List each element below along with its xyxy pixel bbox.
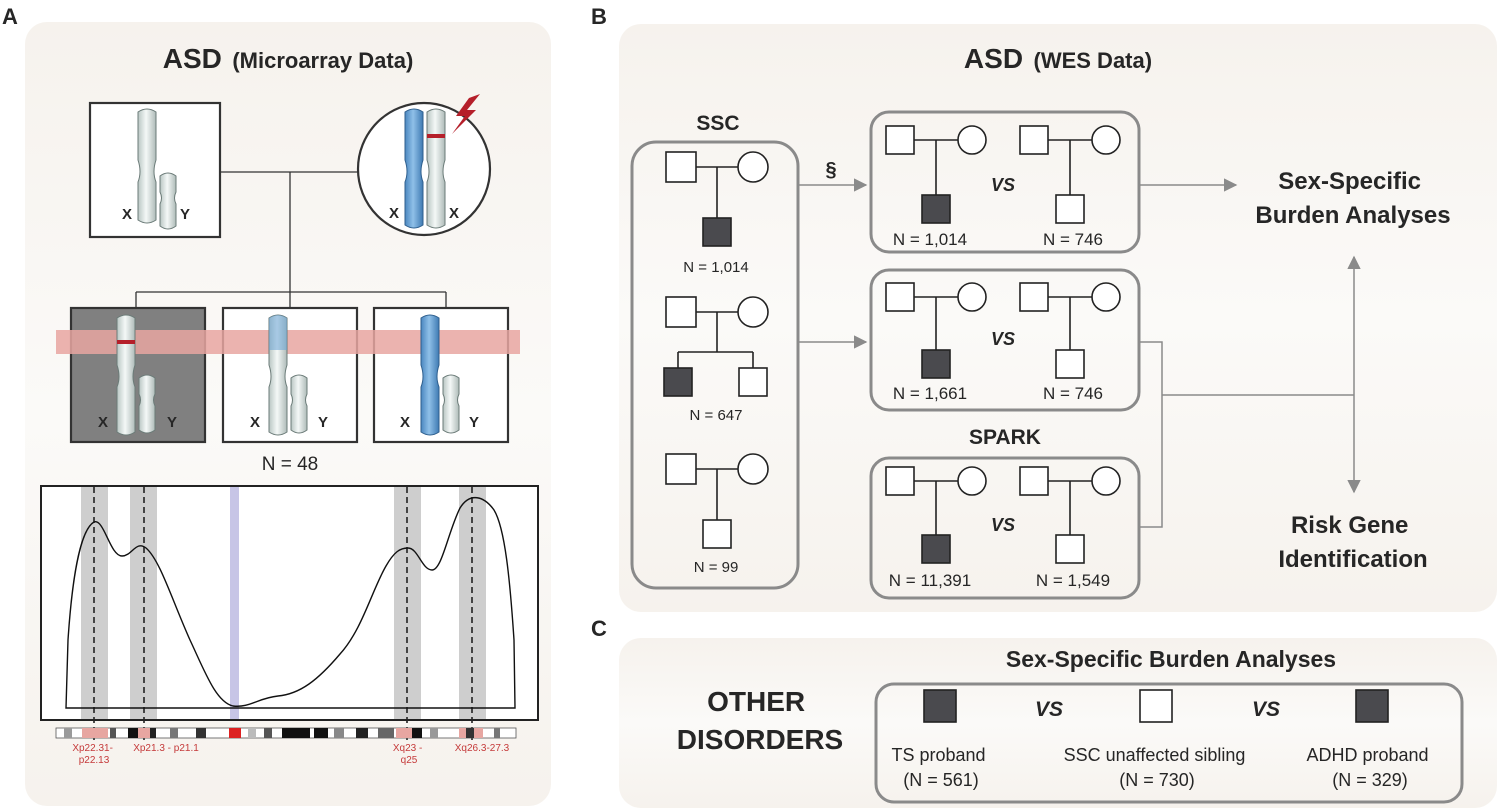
outcome-burden-analyses: Sex-Specific Burden Analyses xyxy=(1255,168,1450,229)
child1-y-chromosome xyxy=(138,374,156,434)
comparison-3-left-n: N = 11,391 xyxy=(889,571,971,590)
comparison-1-right-n: N = 746 xyxy=(1043,230,1103,249)
child2-x-label: X xyxy=(250,414,260,431)
ssc-family-2-n: N = 647 xyxy=(690,407,743,424)
child-box-3 xyxy=(372,306,510,444)
child1-x-label: X xyxy=(98,414,108,431)
comparison-2-vs: VS xyxy=(991,329,1015,349)
panel-b-letter: B xyxy=(591,4,607,29)
child2-y-chromosome xyxy=(290,374,308,434)
panel-c-letter: C xyxy=(591,616,607,641)
adhd-proband-label: ADHD proband (N = 329) xyxy=(1306,745,1433,790)
comparison-2-left-n: N = 1,661 xyxy=(893,384,967,403)
mother-chrom-x2-label: X xyxy=(449,205,459,222)
panel-b-title: ASD (WES Data) xyxy=(964,43,1152,74)
density-plot-frame xyxy=(40,485,539,721)
mother-x-chromosome-duplicated xyxy=(404,108,424,229)
comparison-1: VS N = 1,014 N = 746 xyxy=(869,110,1141,254)
density-peak-lines xyxy=(93,487,473,740)
mother-chrom-x1-label: X xyxy=(389,205,399,222)
child-affected-box xyxy=(69,306,207,444)
ssc-group-box xyxy=(630,140,800,590)
panel-b-background xyxy=(619,24,1497,612)
panel-c-title: Sex-Specific Burden Analyses xyxy=(1006,646,1336,672)
comparison-2-right-n: N = 746 xyxy=(1043,384,1103,403)
x-ideogram xyxy=(55,727,517,739)
panel-c-comparison-box xyxy=(874,682,1464,804)
ssc-sibling-symbol xyxy=(1139,689,1173,723)
comparison-1-vs: VS xyxy=(991,175,1015,195)
comparison-2: VS N = 1,661 N = 746 xyxy=(869,268,1141,412)
spark-label: SPARK xyxy=(969,426,1041,449)
ssc-families xyxy=(663,151,769,549)
band-label-1: Xp22.31- p22.13 xyxy=(72,743,115,766)
section-mark: § xyxy=(825,159,836,181)
child3-x-label: X xyxy=(400,414,410,431)
merge-bracket xyxy=(1139,341,1354,528)
ts-proband-symbol xyxy=(923,689,957,723)
ssc-sibling-label: SSC unaffected sibling (N = 730) xyxy=(1064,745,1251,790)
ssc-family-1-n: N = 1,014 xyxy=(683,259,748,276)
father-chrom-x-label: X xyxy=(122,206,132,223)
lightning-icon xyxy=(452,94,480,134)
panel-c-vs-1: VS xyxy=(1035,698,1063,721)
comparison-3-right-n: N = 1,549 xyxy=(1036,571,1110,590)
outcome-risk-gene-identification: Risk Gene Identification xyxy=(1278,512,1427,573)
child2-x-chromosome xyxy=(268,314,288,436)
comparison-3-vs: VS xyxy=(991,515,1015,535)
panel-c-background xyxy=(619,638,1497,808)
child-box-2 xyxy=(221,306,359,444)
child3-y-chromosome xyxy=(442,374,460,434)
ssc-family-3-n: N = 99 xyxy=(694,559,739,576)
ssc-label: SSC xyxy=(696,112,739,135)
mother-x-chromosome xyxy=(426,108,446,229)
child3-y-label: Y xyxy=(469,414,479,431)
panel-a-title: ASD (Microarray Data) xyxy=(163,43,414,74)
child2-y-label: Y xyxy=(318,414,328,431)
comparison-3: VS N = 11,391 N = 1,549 xyxy=(869,456,1141,600)
comparison-1-left-n: N = 1,014 xyxy=(893,230,967,249)
child1-x-chromosome xyxy=(116,314,136,436)
child3-x-chromosome-duplicated xyxy=(420,314,440,436)
panel-a-n-label: N = 48 xyxy=(262,454,319,475)
father-chrom-y-label: Y xyxy=(180,206,190,223)
father-y-chromosome xyxy=(159,172,177,230)
density-curve xyxy=(65,497,516,709)
child1-y-label: Y xyxy=(167,414,177,431)
panel-c: C Sex-Specific Burden Analyses OTHER DIS… xyxy=(591,616,1497,808)
other-disorders-label: OTHER DISORDERS xyxy=(677,686,843,755)
centromere-marker xyxy=(230,487,239,719)
band-label-4: Xq26.3-27.3 xyxy=(455,743,510,754)
panel-a: A ASD (Microarray Data) X Y X X xyxy=(2,4,551,806)
panel-b: B ASD (WES Data) SSC xyxy=(591,4,1497,612)
father-x-chromosome xyxy=(137,108,157,224)
panel-a-letter: A xyxy=(2,4,18,29)
adhd-proband-symbol xyxy=(1355,689,1389,723)
band-label-2: Xp21.3 - p21.1 xyxy=(133,743,199,754)
ts-proband-label: TS proband (N = 561) xyxy=(891,745,990,790)
panel-c-vs-2: VS xyxy=(1252,698,1280,721)
panel-a-pedigree-lines xyxy=(135,171,447,308)
mother-circle xyxy=(356,101,492,237)
band-label-3: Xq23 - q25 xyxy=(393,743,425,766)
